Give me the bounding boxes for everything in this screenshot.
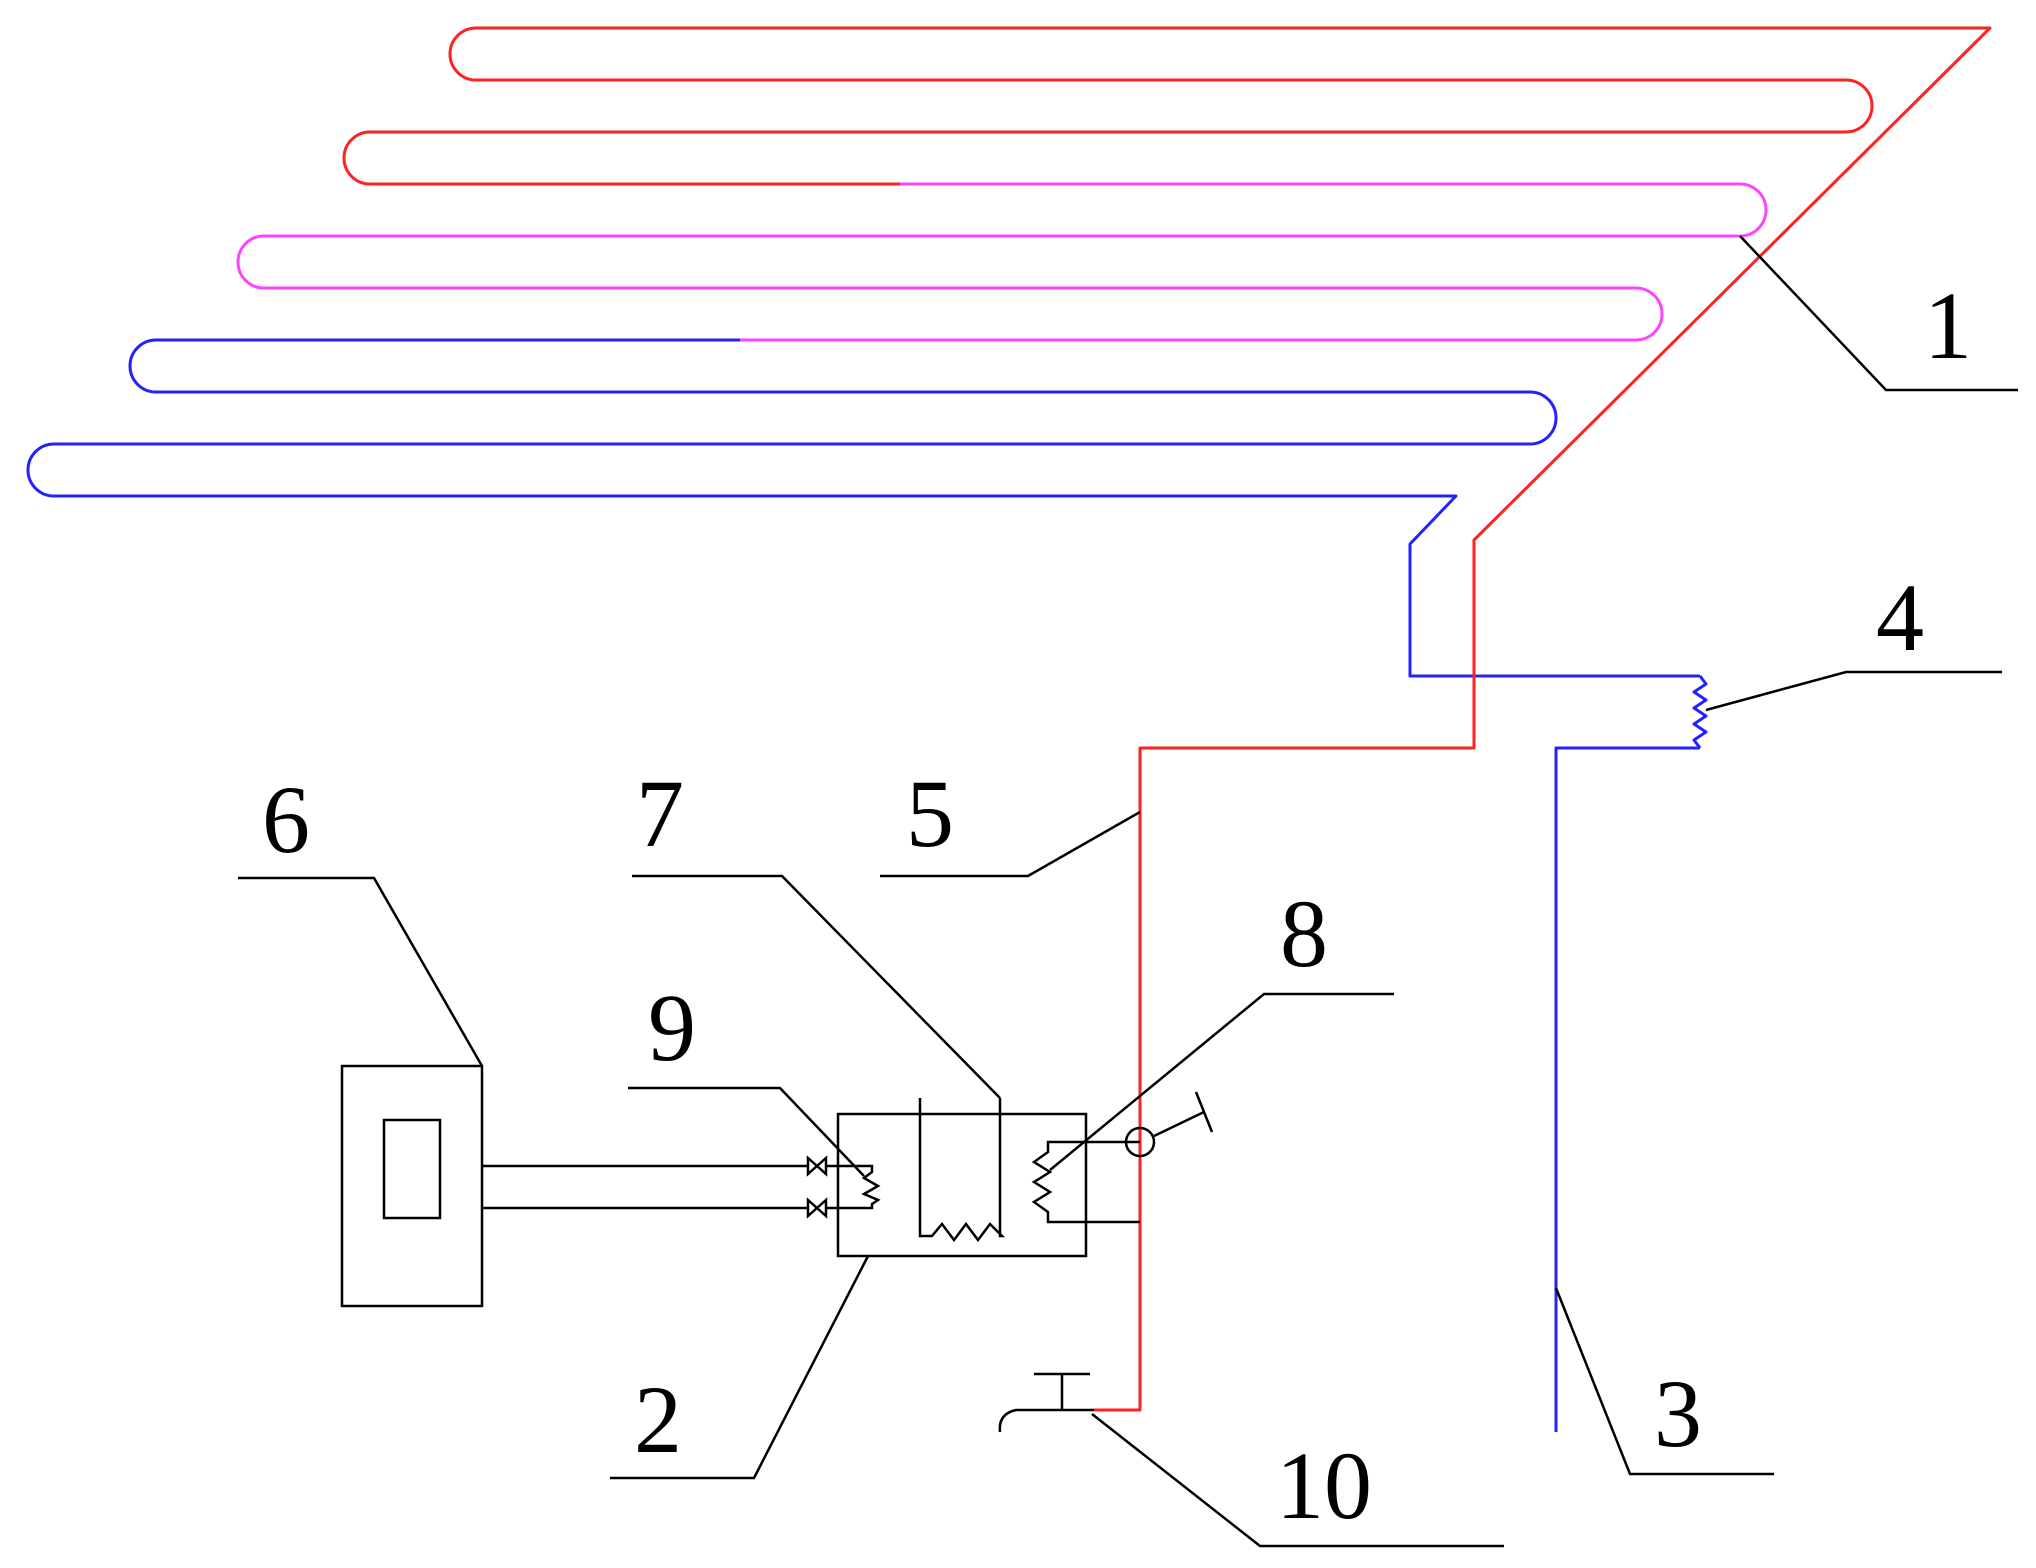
exchanger-coil — [1031, 1140, 1140, 1224]
leader-10 — [1091, 1413, 1504, 1548]
coil-supply-section — [342, 26, 1992, 546]
coil-return-section — [26, 338, 1700, 678]
valve-coil — [852, 1164, 881, 1210]
label-8: 8 — [1280, 880, 1328, 987]
floor-heating-coil — [26, 26, 1992, 678]
leader-7 — [632, 874, 1001, 1099]
faucet — [998, 1372, 1094, 1433]
valve-lower — [806, 1197, 828, 1219]
leader-8 — [1049, 992, 1394, 1171]
coil-middle-section — [236, 182, 1768, 342]
return-pipe — [1554, 746, 1700, 1432]
supply-pipe — [1094, 546, 1476, 1412]
label-6: 6 — [262, 766, 310, 873]
leader-6 — [238, 876, 484, 1067]
leader-5 — [880, 810, 1141, 878]
label-4: 4 — [1876, 564, 1924, 671]
label-5: 5 — [906, 760, 954, 867]
spring-element-4 — [1692, 675, 1708, 749]
labels: 1 4 5 6 7 8 9 2 3 10 — [262, 272, 1972, 1539]
leader-1 — [1739, 235, 2018, 392]
label-7: 7 — [636, 760, 684, 867]
gauge-handle — [1194, 1091, 1214, 1133]
boiler-unit — [340, 1064, 484, 1308]
label-3: 3 — [1654, 1360, 1702, 1467]
valve-pair — [806, 1155, 881, 1219]
heat-exchanger-tank — [836, 1098, 1140, 1258]
leader-2 — [610, 1255, 870, 1480]
label-2: 2 — [634, 1366, 682, 1473]
gauge-stem — [1153, 1110, 1205, 1138]
leader-4 — [1705, 670, 2002, 712]
pressure-gauge — [1124, 1091, 1214, 1158]
leader-lines — [238, 235, 2018, 1548]
label-9: 9 — [648, 974, 696, 1081]
valve-upper — [806, 1155, 828, 1177]
label-10: 10 — [1276, 1432, 1372, 1539]
inner-heating-coil — [918, 1098, 1006, 1243]
gauge-circle — [1124, 1126, 1156, 1158]
leader-3 — [1554, 1287, 1774, 1476]
tank-body — [836, 1112, 1088, 1258]
boiler-display — [382, 1118, 442, 1220]
boiler-body — [340, 1064, 484, 1308]
faucet-spout — [998, 1408, 1094, 1433]
label-1: 1 — [1924, 272, 1972, 379]
leader-9 — [628, 1086, 865, 1177]
